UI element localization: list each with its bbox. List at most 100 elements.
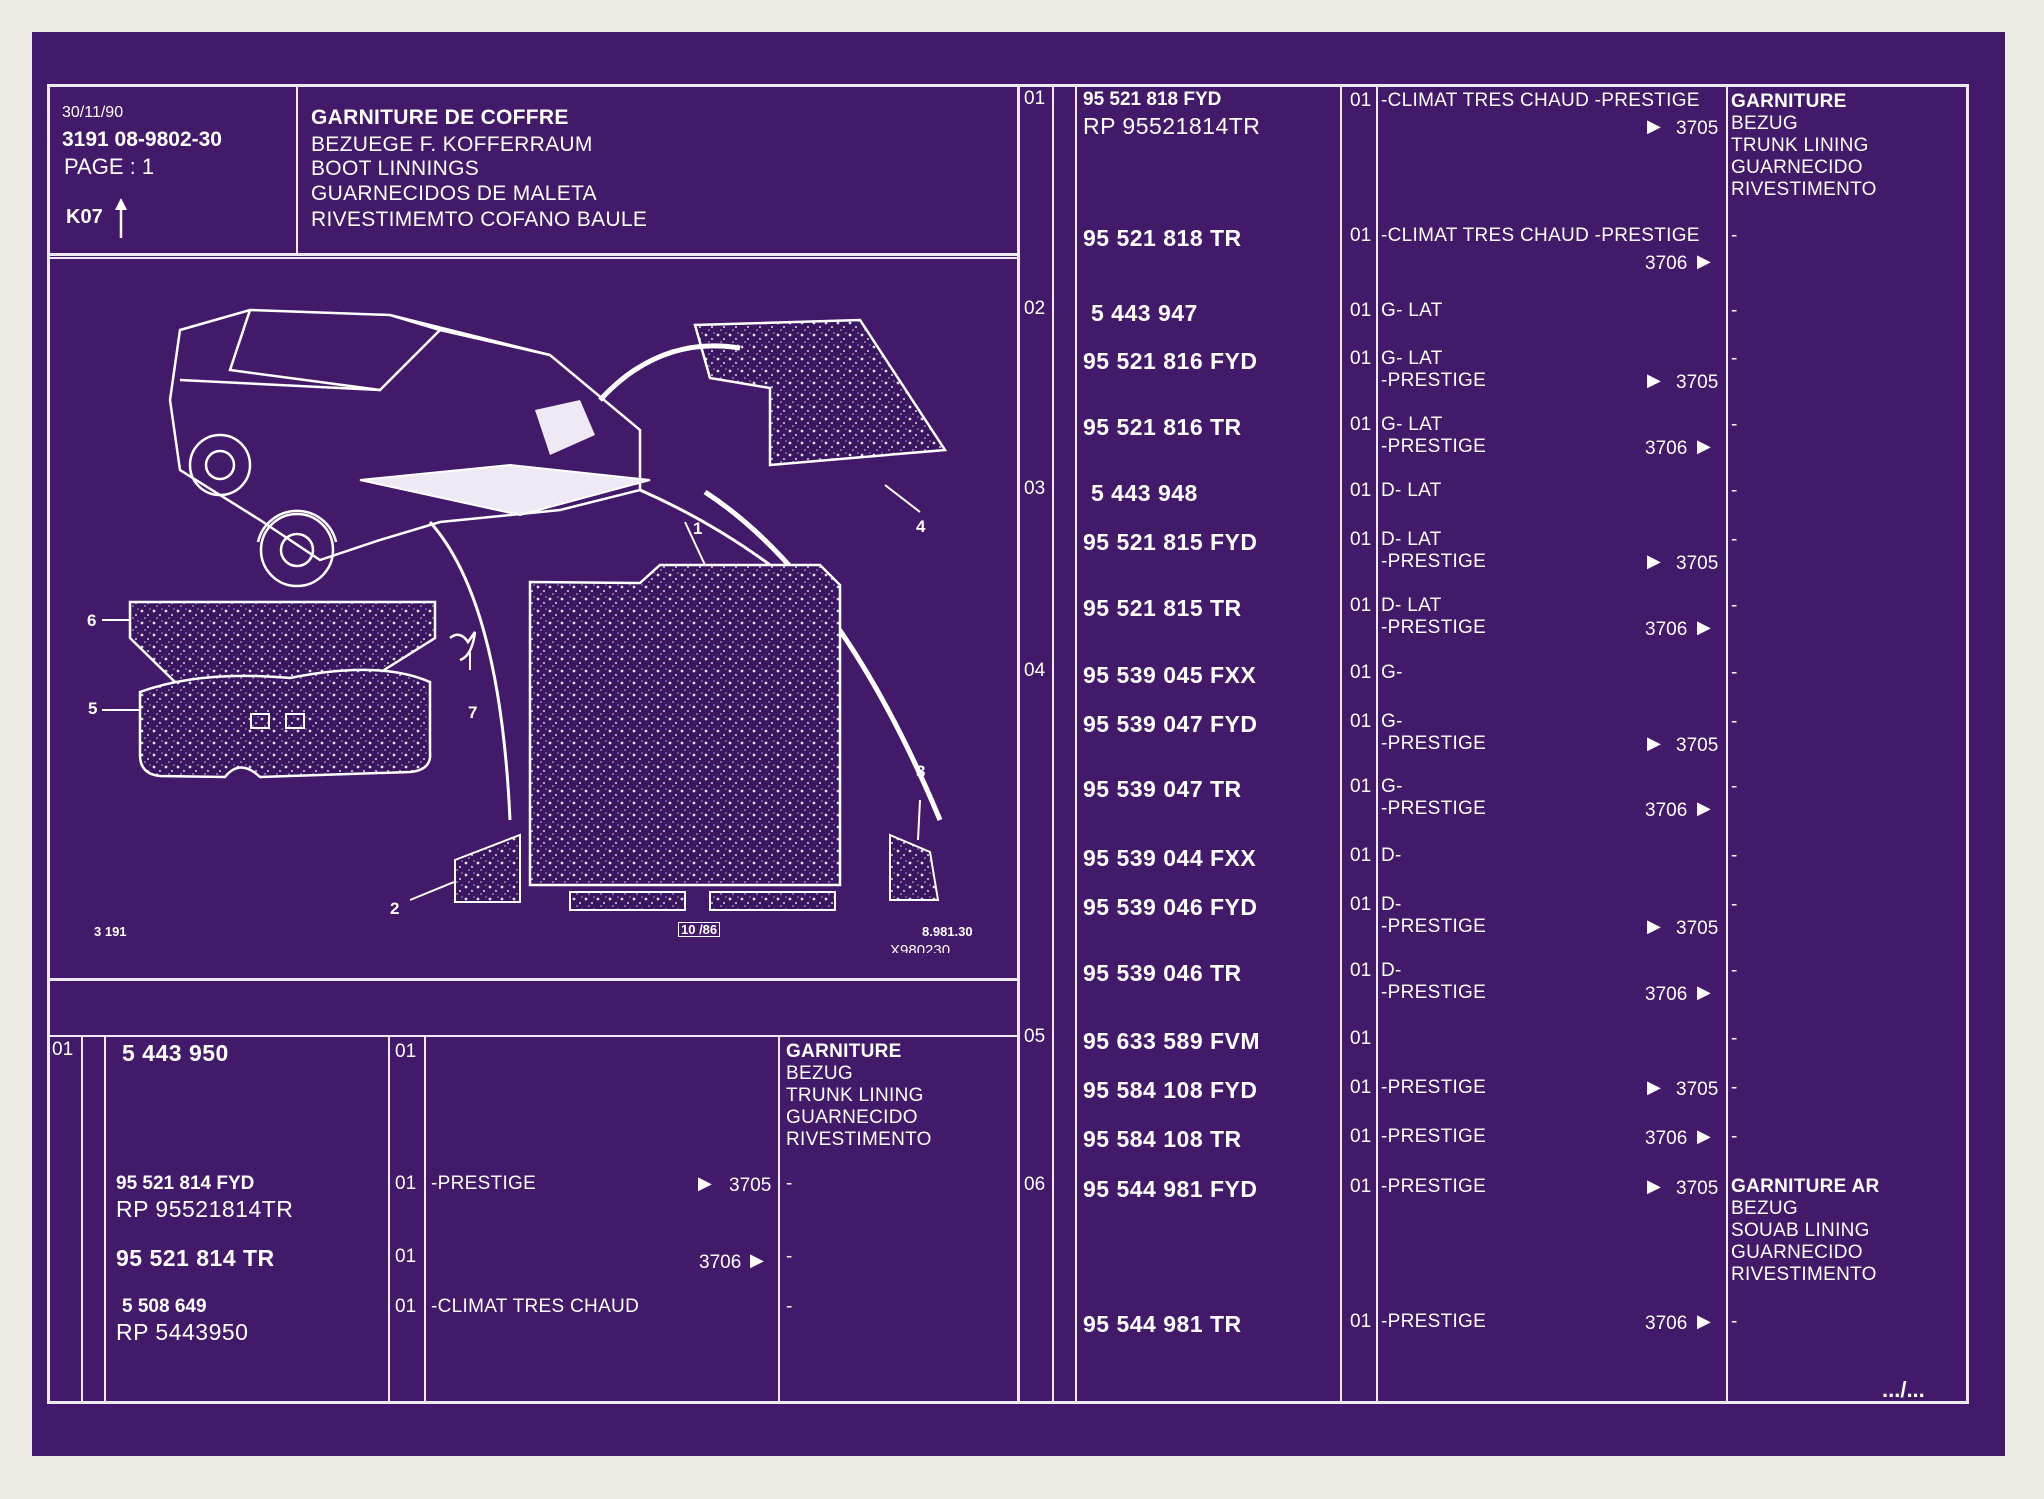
rt-part-number: 95 521 816 FYD: [1083, 348, 1258, 374]
lt-spec: -PRESTIGE: [431, 1173, 537, 1194]
callout-3: 3: [916, 762, 926, 781]
leader-1: [684, 521, 706, 566]
rt-spec-line: -PRESTIGE: [1381, 1176, 1487, 1197]
rt-desc-ar-line: RIVESTIMENTO: [1731, 1264, 1877, 1285]
title-es: GUARNECIDOS DE MALETA: [311, 182, 597, 205]
rt-rp-number: RP 95521814TR: [1083, 113, 1261, 139]
part-4-side-panel: [693, 318, 948, 467]
rt-quantity: 01: [1350, 776, 1372, 797]
rt-desc-line: GUARNECIDO: [1731, 157, 1863, 178]
lt-part-number: 5 443 950: [122, 1040, 229, 1066]
rt-ref-code: 3705: [1676, 553, 1719, 574]
rt-spec-line: -PRESTIGE: [1381, 436, 1487, 457]
lt-ref-code: 3706: [699, 1252, 742, 1273]
sweep-arrow-4: [598, 343, 741, 402]
rt-part-number: 95 521 816 TR: [1083, 414, 1242, 440]
rt-part-number: 95 539 044 FXX: [1083, 845, 1257, 871]
header-divider-h: [47, 253, 1019, 256]
rt-part-number: 95 521 815 FYD: [1083, 529, 1258, 555]
rt-quantity: 01: [1350, 960, 1372, 981]
rt-part-number: 95 539 045 FXX: [1083, 662, 1257, 688]
callout-5: 5: [88, 699, 98, 718]
part-3-corner-panel: [889, 833, 940, 901]
rt-part-number: 95 521 818 TR: [1083, 225, 1242, 251]
play-arrow-icon: ▶: [1647, 1176, 1661, 1196]
illustration-ref-right: 8.981.30: [922, 924, 973, 939]
part-7-clip: [449, 631, 477, 662]
rt-col3: [1340, 84, 1342, 1404]
lt-item-number: 01: [52, 1039, 74, 1060]
lt-part-number: 5 508 649: [122, 1296, 207, 1317]
rt-note: -: [1731, 1126, 1738, 1147]
rt-item-number: 03: [1024, 478, 1046, 499]
play-arrow-icon: ▶: [1697, 798, 1711, 818]
rt-quantity: 01: [1350, 845, 1372, 866]
rt-spec-line: -PRESTIGE: [1381, 1311, 1487, 1332]
rt-spec-line: G-: [1381, 711, 1403, 732]
rt-part-number: 95 539 047 FYD: [1083, 711, 1258, 737]
leader-3: [917, 799, 921, 841]
rt-desc-line: TRUNK LINING: [1731, 135, 1869, 156]
up-arrow-icon: [115, 198, 127, 238]
rt-quantity: 01: [1350, 225, 1372, 246]
rt-desc-ar-line: BEZUG: [1731, 1198, 1798, 1219]
rt-spec-line: D- LAT: [1381, 529, 1442, 550]
rt-col1: [1052, 84, 1054, 1404]
rt-spec-line: -CLIMAT TRES CHAUD -PRESTIGE: [1381, 90, 1700, 111]
rt-item-number: 04: [1024, 660, 1046, 681]
rt-desc-line: RIVESTIMENTO: [1731, 179, 1877, 200]
part-1-strip-left: [569, 891, 686, 911]
rt-spec-line: G- LAT: [1381, 348, 1443, 369]
rt-quantity: 01: [1350, 1077, 1372, 1098]
rt-ref-code: 3706: [1645, 1128, 1688, 1149]
rt-spec-line: -PRESTIGE: [1381, 1077, 1487, 1098]
rt-spec-line: -PRESTIGE: [1381, 733, 1487, 754]
play-arrow-icon: ▶: [1647, 551, 1661, 571]
lt-desc-line: RIVESTIMENTO: [786, 1129, 932, 1150]
rt-part-number: 95 539 047 TR: [1083, 776, 1242, 802]
rt-ref-code: 3705: [1676, 1178, 1719, 1199]
lt-col1: [81, 1035, 83, 1403]
rt-note: -: [1731, 414, 1738, 435]
part-5-slot-left: [250, 713, 270, 729]
rt-quantity: 01: [1350, 90, 1372, 111]
rt-quantity: 01: [1350, 480, 1372, 501]
rt-note: -: [1731, 595, 1738, 616]
rt-note: -: [1731, 1311, 1738, 1332]
rt-spec-line: G- LAT: [1381, 300, 1443, 321]
lt-quantity: 01: [395, 1246, 417, 1267]
rt-item-number: 05: [1024, 1026, 1046, 1047]
play-arrow-icon: ▶: [1647, 370, 1661, 390]
rt-note: -: [1731, 1077, 1738, 1098]
callout-7: 7: [468, 703, 478, 722]
rt-item-number: 02: [1024, 298, 1046, 319]
rt-spec-line: -CLIMAT TRES CHAUD -PRESTIGE: [1381, 225, 1700, 246]
rt-note: -: [1731, 480, 1738, 501]
rt-note: -: [1731, 845, 1738, 866]
lt-part-number: 95 521 814 TR: [116, 1245, 275, 1271]
rt-quantity: 01: [1350, 711, 1372, 732]
rt-note: -: [1731, 776, 1738, 797]
rt-quantity: 01: [1350, 662, 1372, 683]
lt-rp-number: RP 95521814TR: [116, 1196, 294, 1222]
callout-4: 4: [916, 517, 926, 536]
header-code: K07: [66, 206, 103, 228]
rt-part-number: 95 539 046 TR: [1083, 960, 1242, 986]
rt-quantity: 01: [1350, 1176, 1372, 1197]
rt-quantity: 01: [1350, 1126, 1372, 1147]
part-1-strip-right: [709, 891, 836, 911]
play-arrow-icon: ▶: [1697, 982, 1711, 1002]
leader-4: [884, 484, 921, 513]
play-arrow-icon: ▶: [1697, 251, 1711, 271]
illustration-frame-top: [47, 257, 1019, 259]
rt-note: -: [1731, 225, 1738, 246]
rt-note: -: [1731, 711, 1738, 732]
rt-ref-code: 3705: [1676, 1079, 1719, 1100]
lt-quantity: 01: [395, 1296, 417, 1317]
car-outline: [168, 308, 642, 588]
rt-ref-code: 3706: [1645, 800, 1688, 821]
lt-col5: [778, 1035, 780, 1403]
rt-desc-ar-line: SOUAB LINING: [1731, 1220, 1870, 1241]
rt-desc-line: GARNITURE: [1731, 91, 1847, 112]
frame-top: [47, 84, 1968, 87]
